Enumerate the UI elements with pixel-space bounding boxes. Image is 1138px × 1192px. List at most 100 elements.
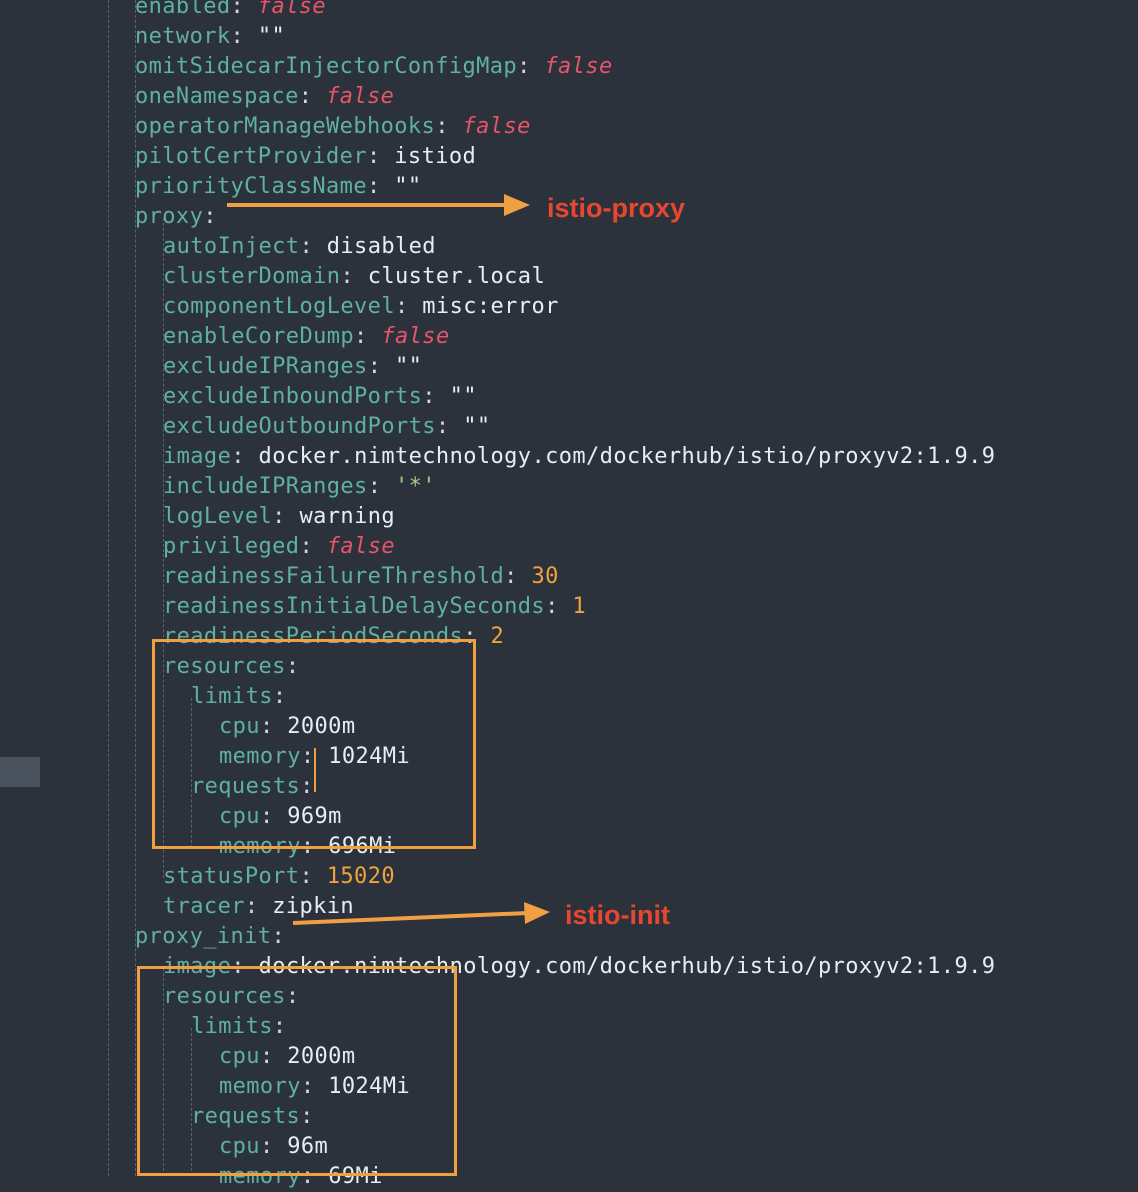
yaml-key: enableCoreDump	[163, 324, 355, 349]
code-line-clusterdomain[interactable]: clusterDomain: cluster.local	[163, 262, 545, 292]
code-line-omitsidecarinjectorconfigmap[interactable]: omitSidecarInjectorConfigMap: false	[135, 52, 613, 82]
code-line-onenamespace[interactable]: oneNamespace: false	[135, 82, 394, 112]
colon: :	[299, 864, 314, 889]
code-line-proxy_init[interactable]: proxy_init:	[135, 922, 285, 952]
colon: :	[272, 504, 286, 529]
yaml-key: cpu	[219, 1044, 260, 1069]
colon: :	[435, 414, 450, 439]
yaml-key: pilotCertProvider	[135, 144, 367, 169]
code-line-privileged[interactable]: privileged: false	[163, 532, 395, 562]
code-line-includeipranges[interactable]: includeIPRanges: '*'	[163, 472, 436, 502]
yaml-key: readinessFailureThreshold	[163, 564, 505, 589]
code-line-priorityclassname[interactable]: priorityClassName: ""	[135, 172, 422, 202]
colon: :	[517, 54, 531, 79]
code-line-memory[interactable]: memory: 1024Mi	[219, 1072, 410, 1102]
yaml-key: limits	[191, 1014, 273, 1039]
colon: :	[271, 924, 286, 949]
yaml-key: oneNamespace	[135, 84, 299, 109]
yaml-key: cpu	[219, 1134, 260, 1159]
yaml-value: 2000m	[287, 714, 356, 739]
code-line-excludeoutboundports[interactable]: excludeOutboundPorts: ""	[163, 412, 491, 442]
colon: :	[298, 84, 313, 109]
code-line-readinessperiodseconds[interactable]: readinessPeriodSeconds: 2	[163, 622, 504, 652]
colon: :	[231, 444, 245, 469]
yaml-value: ""	[463, 414, 491, 439]
code-line-statusport[interactable]: statusPort: 15020	[163, 862, 395, 892]
code-line-cpu[interactable]: cpu: 96m	[219, 1132, 328, 1162]
yaml-key: memory	[219, 744, 301, 769]
yaml-value: disabled	[326, 234, 436, 259]
code-line-loglevel[interactable]: logLevel: warning	[163, 502, 395, 532]
code-line-excludeinboundports[interactable]: excludeInboundPorts: ""	[163, 382, 477, 412]
code-line-tracer[interactable]: tracer: zipkin	[163, 892, 354, 922]
colon: :	[300, 744, 315, 769]
colon: :	[285, 984, 300, 1009]
yaml-value: istiod	[394, 144, 477, 169]
yaml-value: false	[326, 534, 395, 559]
gutter-current-line-marker	[0, 757, 40, 787]
code-line-cpu[interactable]: cpu: 2000m	[219, 712, 355, 742]
code-line-network[interactable]: network: ""	[135, 22, 285, 52]
yaml-key: priorityClassName	[135, 174, 367, 199]
indent-guide	[108, 0, 109, 1176]
code-line-pilotcertprovider[interactable]: pilotCertProvider: istiod	[135, 142, 476, 172]
colon: :	[244, 894, 259, 919]
yaml-key: includeIPRanges	[163, 474, 368, 499]
yaml-key: proxy_init	[135, 924, 272, 949]
proxy-resources-highlight-box	[152, 639, 476, 849]
yaml-key: network	[135, 24, 231, 49]
code-line-requests[interactable]: requests:	[191, 772, 314, 802]
yaml-value: false	[544, 54, 613, 79]
yaml-value: false	[381, 324, 450, 349]
yaml-key: excludeIPRanges	[163, 354, 368, 379]
code-line-enablecoredump[interactable]: enableCoreDump: false	[163, 322, 450, 352]
colon: :	[300, 1074, 315, 1099]
colon: :	[394, 294, 409, 319]
yaml-value: misc:error	[422, 294, 559, 319]
code-line-requests[interactable]: requests:	[191, 1102, 314, 1132]
code-line-operatormanagewebhooks[interactable]: operatorManageWebhooks: false	[135, 112, 531, 142]
colon: :	[340, 264, 355, 289]
code-line-memory[interactable]: memory: 1024Mi	[219, 742, 410, 772]
colon: :	[545, 594, 559, 619]
yaml-value: 2	[490, 624, 505, 649]
text-cursor	[314, 748, 316, 792]
code-line-cpu[interactable]: cpu: 2000m	[219, 1042, 355, 1072]
yaml-key: excludeOutboundPorts	[163, 414, 436, 439]
code-line-readinessinitialdelayseconds[interactable]: readinessInitialDelaySeconds: 1	[163, 592, 586, 622]
code-line-proxy[interactable]: proxy:	[135, 202, 217, 232]
yaml-key: requests	[191, 774, 301, 799]
colon: :	[354, 324, 368, 349]
code-line-limits[interactable]: limits:	[191, 682, 287, 712]
code-line-excludeipranges[interactable]: excludeIPRanges: ""	[163, 352, 422, 382]
yaml-value: 2000m	[287, 1044, 356, 1069]
yaml-key: tracer	[163, 894, 245, 919]
yaml-key: cpu	[219, 714, 260, 739]
istio-init-annotation: istio-init	[565, 900, 670, 930]
colon: :	[422, 384, 436, 409]
yaml-value: 96m	[287, 1134, 329, 1159]
code-line-componentloglevel[interactable]: componentLogLevel: misc:error	[163, 292, 559, 322]
yaml-value: '*'	[395, 474, 436, 499]
code-line-cpu[interactable]: cpu: 969m	[219, 802, 342, 832]
yaml-key: logLevel	[163, 504, 273, 529]
colon: :	[230, 24, 245, 49]
code-line-image[interactable]: image: docker.nimtechnology.com/dockerhu…	[163, 442, 995, 472]
code-line-readinessfailurethreshold[interactable]: readinessFailureThreshold: 30	[163, 562, 559, 592]
code-line-resources[interactable]: resources:	[163, 652, 299, 682]
colon: :	[203, 204, 217, 229]
colon: :	[230, 0, 245, 19]
code-line-limits[interactable]: limits:	[191, 1012, 287, 1042]
code-line-resources[interactable]: resources:	[163, 982, 299, 1012]
yaml-value: ""	[394, 174, 422, 199]
yaml-value: 1	[572, 594, 587, 619]
yaml-value: 1024Mi	[328, 1074, 411, 1099]
yaml-key: statusPort	[163, 864, 300, 889]
code-line-enabled[interactable]: enabled: false	[135, 0, 326, 22]
yaml-key: image	[163, 444, 232, 469]
yaml-key: limits	[191, 684, 273, 709]
colon: :	[259, 714, 274, 739]
code-line-autoinject[interactable]: autoInject: disabled	[163, 232, 436, 262]
